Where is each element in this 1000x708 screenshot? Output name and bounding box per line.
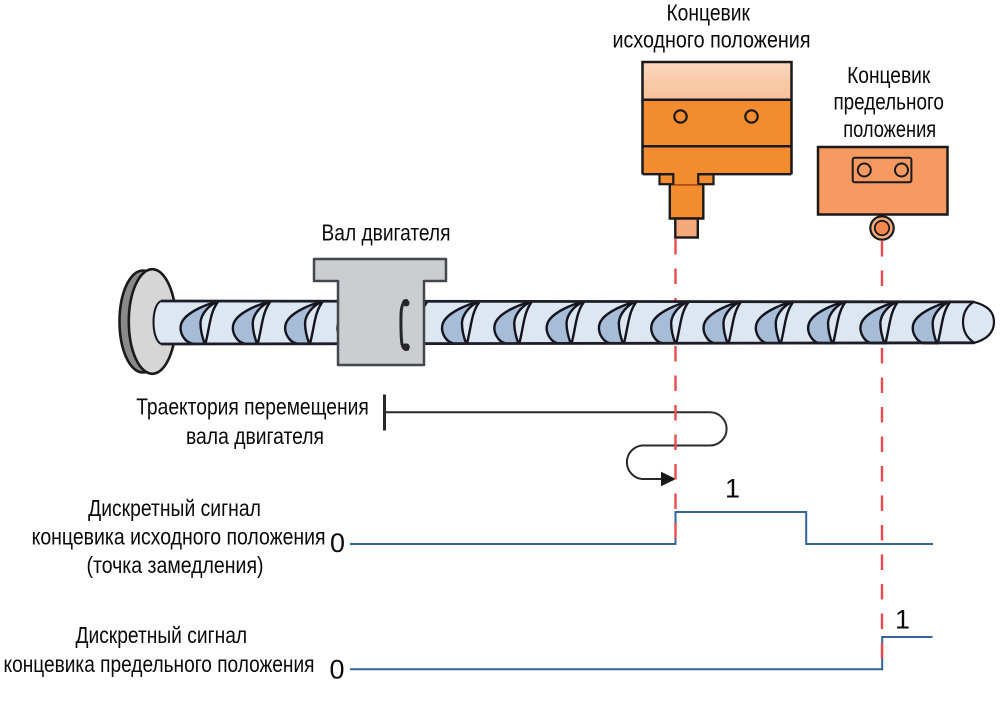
- svg-text:Траектория перемещения: Траектория перемещения: [136, 394, 369, 420]
- svg-text:предельного: предельного: [833, 89, 944, 115]
- svg-text:0: 0: [330, 655, 345, 685]
- svg-text:Дискретный сигнал: Дискретный сигнал: [75, 622, 247, 648]
- svg-text:концевика исходного положения: концевика исходного положения: [32, 524, 326, 550]
- svg-text:1: 1: [725, 474, 740, 504]
- svg-text:концевика предельного положени: концевика предельного положения: [4, 651, 315, 677]
- svg-text:1: 1: [895, 605, 910, 635]
- svg-text:Дискретный сигнал: Дискретный сигнал: [88, 495, 261, 521]
- svg-text:положения: положения: [843, 116, 936, 142]
- svg-text:Концевик: Концевик: [847, 62, 931, 88]
- svg-text:вала двигателя: вала двигателя: [186, 423, 324, 449]
- svg-text:Вал двигателя: Вал двигателя: [322, 220, 451, 246]
- svg-text:Концевик: Концевик: [666, 0, 750, 26]
- svg-text:(точка замедления): (точка замедления): [87, 552, 264, 578]
- svg-text:0: 0: [330, 528, 345, 558]
- svg-text:исходного положения: исходного положения: [613, 26, 811, 52]
